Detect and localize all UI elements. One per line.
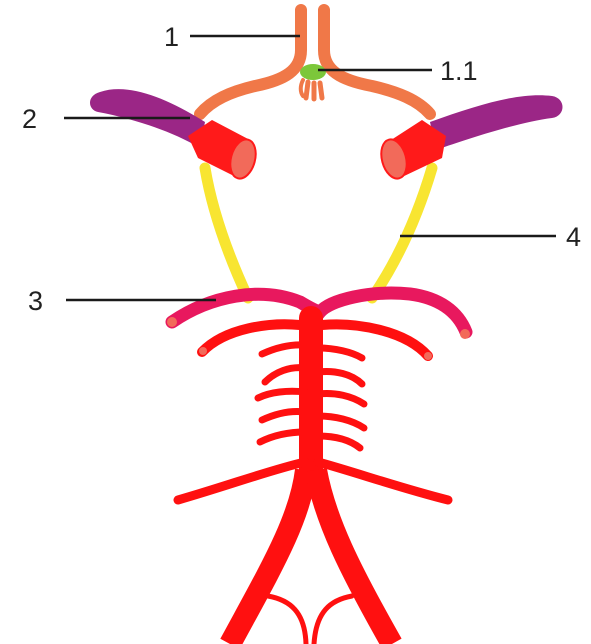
label-3: 3 (28, 286, 43, 316)
label-1-1: 1.1 (440, 56, 478, 86)
pontine-branch (318, 393, 364, 404)
right-inferior-cerebellar-artery (318, 462, 448, 500)
right-sca-end (424, 352, 432, 360)
posterior-communicating-arteries (205, 168, 432, 298)
anterior-communicating-artery (300, 64, 326, 80)
pontine-branch (318, 416, 364, 428)
anterior-cerebral-arteries (200, 10, 430, 114)
pontine-branch (262, 411, 305, 420)
pontine-branch (260, 432, 305, 442)
anterior-spinal-artery (314, 596, 352, 644)
middle-cerebral-arteries (90, 89, 563, 150)
right-posterior-communicating-artery (372, 168, 432, 298)
pontine-branch (318, 348, 362, 358)
pontine-branch (258, 391, 305, 398)
perforating-branch (301, 80, 303, 96)
right-pca-end (460, 329, 470, 339)
left-posterior-communicating-artery (205, 168, 248, 298)
basilar-vertebral-system (178, 318, 448, 644)
left-vertebral-artery (230, 470, 306, 644)
anterior-spinal-artery (268, 596, 306, 644)
perforating-branch (306, 82, 308, 98)
left-inferior-cerebellar-artery (178, 462, 305, 500)
left-anterior-cerebral-artery (200, 10, 301, 114)
left-pca-end (167, 317, 177, 327)
pontine-branch (262, 345, 305, 354)
right-middle-cerebral-artery (430, 95, 563, 150)
internal-carotid-arteries (188, 120, 446, 181)
label-2: 2 (22, 104, 37, 134)
perforating-branch (320, 83, 322, 98)
pontine-branch (318, 372, 362, 385)
label-4: 4 (566, 222, 581, 252)
left-sca-end (199, 347, 207, 355)
label-1: 1 (164, 22, 179, 52)
right-anterior-cerebral-artery (324, 10, 430, 114)
pontine-branch (318, 436, 360, 448)
right-vertebral-artery (316, 470, 392, 644)
